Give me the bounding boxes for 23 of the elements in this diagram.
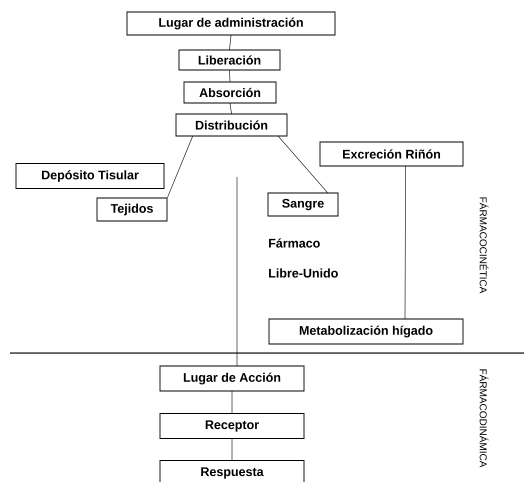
connector-line	[236, 176, 238, 366]
process-box: Absorción	[184, 82, 276, 104]
connector-line	[167, 136, 193, 198]
process-box: Excreción Riñón	[320, 142, 464, 166]
vertical-label: FÁRMACODINÁMICA	[480, 369, 488, 468]
connector-line	[278, 136, 328, 193]
process-box: Lugar de Acción	[160, 366, 304, 392]
connector-line	[230, 103, 232, 114]
process-box: Respuesta	[160, 460, 304, 482]
process-box: Distribución	[176, 114, 288, 136]
connector-line	[229, 35, 232, 50]
process-box: Receptor	[160, 413, 304, 439]
process-box: Tejidos	[96, 198, 168, 222]
vertical-label: FÁRMACOCINÉTICA	[480, 197, 488, 294]
text-label: Libre-Unido	[269, 268, 338, 278]
text-label: Fármaco	[269, 238, 320, 248]
connector-line	[229, 70, 230, 82]
process-box: Metabolización hígado	[268, 318, 464, 344]
process-box: Liberación	[178, 50, 280, 70]
process-box: Sangre	[268, 192, 338, 216]
process-box: Lugar de administración	[126, 12, 336, 36]
process-box: Depósito Tisular	[16, 163, 164, 189]
connector-line	[404, 166, 406, 319]
